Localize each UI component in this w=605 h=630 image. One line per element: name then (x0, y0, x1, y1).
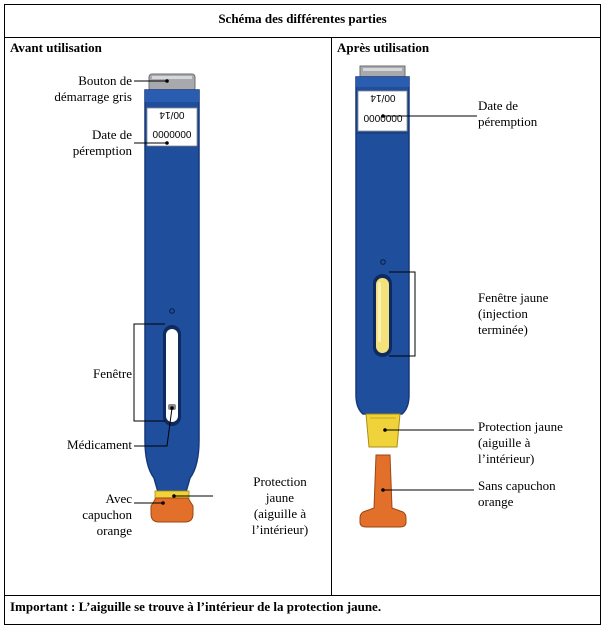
button-highlight-right (363, 68, 402, 71)
pen-body (144, 89, 200, 493)
column-divider (331, 37, 332, 595)
medication-label: Médicament (67, 437, 132, 452)
diagram-title: Schéma des différentes parties (218, 11, 387, 26)
title-divider (5, 37, 600, 38)
callout-yellow-window-bracket (389, 271, 416, 357)
callout-window-bracket (133, 323, 165, 422)
button-highlight (152, 76, 192, 79)
callout-dots-right (381, 114, 387, 492)
expiry-label-area-right (357, 90, 408, 132)
expiry-date-text-right: 00/14 (370, 92, 395, 103)
pen-body-right (355, 76, 410, 415)
diagram-frame (4, 4, 601, 625)
footer-note: Important : L’aiguille se trouve à l’int… (10, 599, 382, 614)
indicator-hole-right (380, 259, 386, 265)
lot-number-text: 0000000 (153, 130, 192, 141)
window-shine (378, 282, 381, 342)
callouts-right (383, 115, 477, 491)
indicator-hole (169, 308, 175, 314)
medication-window (166, 329, 178, 422)
left-column-header: Avant utilisation (10, 40, 102, 55)
pen-top-band-right (356, 77, 409, 87)
expiry-date-text: 00/14 (159, 109, 184, 120)
footer-divider (5, 595, 600, 596)
orange-cap (150, 497, 194, 523)
callouts-left (133, 80, 213, 504)
expiry-label-area (146, 107, 198, 147)
pen-top-band (145, 90, 199, 102)
right-column-header: Après utilisation (337, 40, 430, 55)
yellow-window (376, 278, 389, 353)
pen-before-use: 00/14 0000000 (144, 73, 200, 523)
callout-dots-left (161, 79, 176, 505)
yellow-needle-shield-extended (365, 413, 401, 448)
callout-medication (134, 407, 173, 447)
gray-start-button-pressed (359, 65, 406, 79)
pen-after-use: 00/14 0000000 (355, 65, 410, 528)
window-label: Fenêtre (93, 366, 132, 381)
